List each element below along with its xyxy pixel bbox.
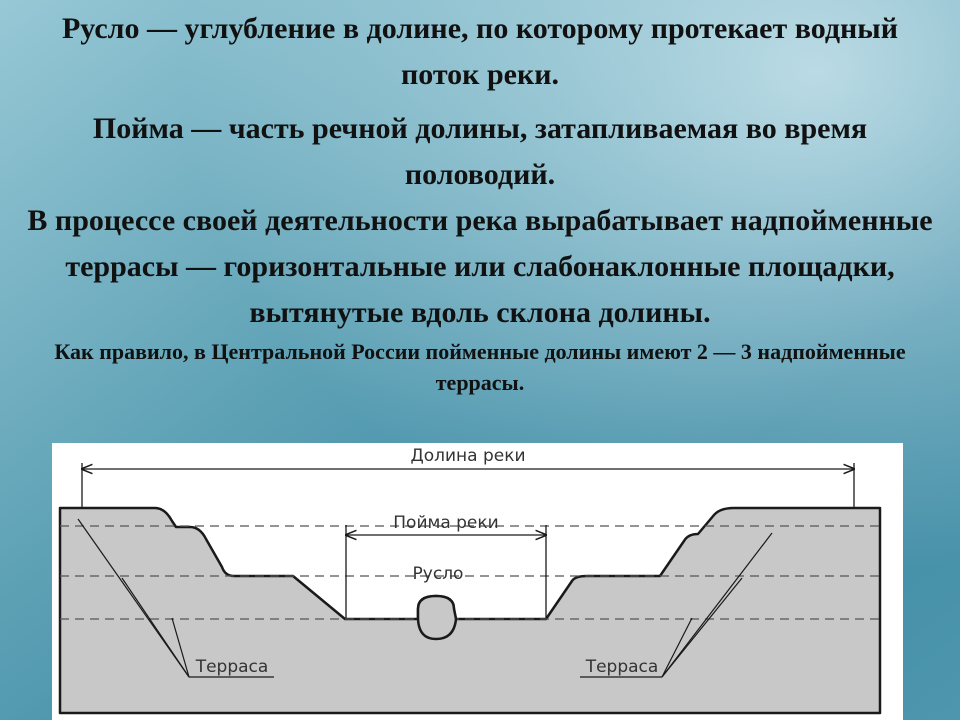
terrace-leader-left-3 <box>171 617 190 678</box>
terrace-leader-left-2 <box>121 577 190 678</box>
river-valley-diagram: Долина реки Пойма реки Русло Терраса Тер… <box>52 443 903 720</box>
terrace-leader-right-3 <box>661 617 693 678</box>
terrace-label-right: Терраса <box>585 657 659 677</box>
terrace-note: Как правило, в Центральной России поймен… <box>54 339 906 395</box>
floodplain-label: Пойма реки <box>393 513 498 533</box>
terrace-leader-right-2 <box>661 577 743 678</box>
channel-label: Русло <box>413 564 464 584</box>
text-block: Русло — углубление в долине, по которому… <box>20 6 940 398</box>
channel-definition: Русло — углубление в долине, по которому… <box>61 12 899 91</box>
floodplain-definition: Пойма — часть речной долины, затапливаем… <box>92 112 868 191</box>
terrace-label-left: Терраса <box>195 657 269 677</box>
channel <box>416 594 458 641</box>
valley-cross-section <box>58 506 882 715</box>
terrace-definition: В процессе своей деятельности река выраб… <box>27 204 933 329</box>
valley-label: Долина реки <box>410 446 525 466</box>
terrace-leader-right-1 <box>661 532 773 678</box>
